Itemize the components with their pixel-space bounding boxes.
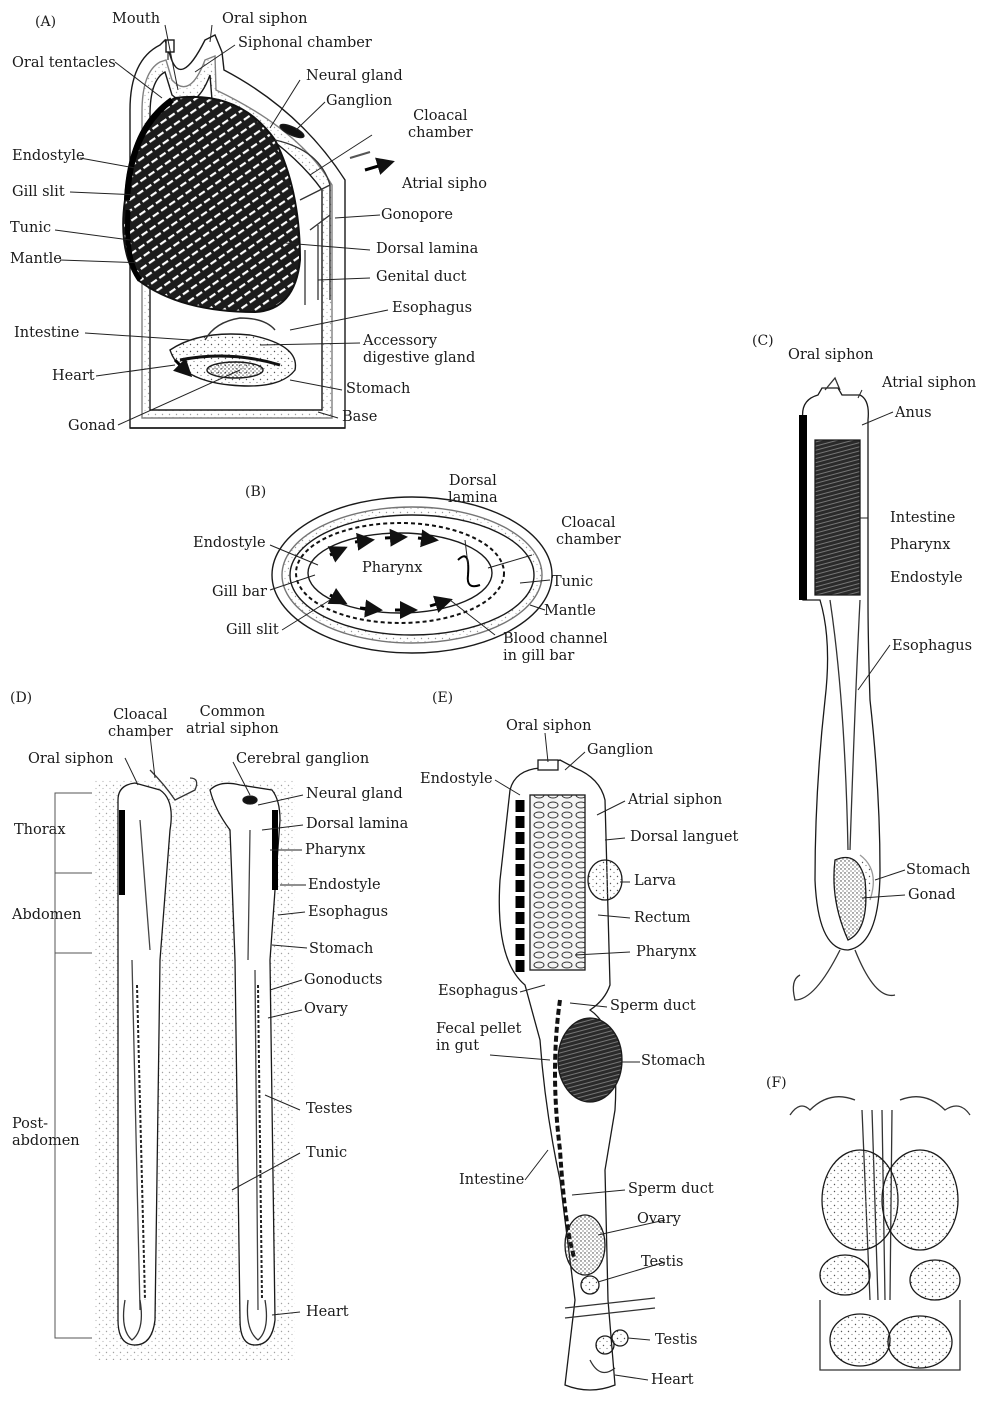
label-e-pharynx: Pharynx (636, 944, 696, 961)
label-a-gonad: Gonad (68, 418, 116, 435)
label-a-esophagus: Esophagus (392, 300, 472, 317)
label-a-ganglion: Ganglion (326, 93, 392, 110)
label-c-oral-siphon: Oral siphon (788, 347, 873, 364)
panel-d-tag: (D) (10, 690, 32, 706)
label-d-cloacal-chamber: Cloacal chamber (108, 707, 173, 741)
label-c-intestine: Intestine (890, 510, 955, 527)
panel-a-tag: (A) (35, 14, 56, 30)
label-b-gill-bar: Gill bar (212, 584, 267, 601)
label-a-genital-duct: Genital duct (376, 269, 466, 286)
label-e-oral-siphon: Oral siphon (506, 718, 591, 735)
label-a-accessory-digestive-gland: Accessory digestive gland (363, 333, 475, 367)
label-e-intestine: Intestine (459, 1172, 524, 1189)
label-d-thorax: Thorax (14, 822, 66, 839)
label-e-sperm-duct-lower: Sperm duct (628, 1181, 714, 1198)
label-a-atrial-sipho: Atrial sipho (402, 176, 487, 193)
label-c-gonad: Gonad (908, 887, 956, 904)
label-e-stomach: Stomach (641, 1053, 705, 1070)
label-e-rectum: Rectum (634, 910, 691, 927)
panel-f-drawing (790, 1097, 970, 1370)
panel-c-tag: (C) (752, 333, 774, 349)
label-a-dorsal-lamina: Dorsal lamina (376, 241, 478, 258)
label-a-neural-gland: Neural gland (306, 68, 403, 85)
label-e-ovary: Ovary (637, 1211, 681, 1228)
label-b-dorsal-lamina: Dorsal lamina (448, 473, 498, 507)
label-d-tunic: Tunic (306, 1145, 347, 1162)
label-d-gonoducts: Gonoducts (304, 972, 382, 989)
label-b-cloacal-chamber: Cloacal chamber (556, 515, 621, 549)
label-a-mantle: Mantle (10, 251, 62, 268)
label-a-gill-slit: Gill slit (12, 184, 65, 201)
label-c-endostyle: Endostyle (890, 570, 963, 587)
label-c-esophagus: Esophagus (892, 638, 972, 655)
label-a-heart: Heart (52, 368, 95, 385)
label-a-intestine: Intestine (14, 325, 79, 342)
label-e-heart: Heart (651, 1372, 694, 1389)
label-a-tunic: Tunic (10, 220, 51, 237)
label-e-esophagus: Esophagus (438, 983, 518, 1000)
label-e-dorsal-languet: Dorsal languet (630, 829, 738, 846)
label-b-tunic: Tunic (552, 574, 593, 591)
label-d-neural-gland: Neural gland (306, 786, 403, 803)
panel-e-tag: (E) (432, 690, 453, 706)
label-a-stomach: Stomach (346, 381, 410, 398)
panel-c-drawing (793, 378, 895, 1000)
label-d-testes: Testes (306, 1101, 352, 1118)
label-a-cloacal-chamber: Cloacal chamber (408, 108, 473, 142)
label-d-common-atrial-siphon: Common atrial siphon (186, 704, 279, 738)
label-d-esophagus: Esophagus (308, 904, 388, 921)
label-a-siphonal-chamber: Siphonal chamber (238, 35, 372, 52)
label-d-stomach: Stomach (309, 941, 373, 958)
label-d-heart: Heart (306, 1304, 349, 1321)
label-d-endostyle: Endostyle (308, 877, 381, 894)
label-e-testis-upper: Testis (641, 1254, 683, 1271)
label-d-ovary: Ovary (304, 1001, 348, 1018)
label-e-testis-lower: Testis (655, 1332, 697, 1349)
label-b-blood-channel: Blood channel in gill bar (503, 631, 608, 665)
panel-b-tag: (B) (245, 484, 266, 500)
label-d-pharynx: Pharynx (305, 842, 365, 859)
panel-d-drawing (55, 770, 295, 1360)
label-b-gill-slit: Gill slit (226, 622, 279, 639)
panel-f-tag: (F) (766, 1075, 787, 1091)
label-d-cerebral-ganglion: Cerebral ganglion (236, 751, 369, 768)
label-b-mantle: Mantle (544, 603, 596, 620)
label-b-endostyle: Endostyle (193, 535, 266, 552)
label-d-dorsal-lamina: Dorsal lamina (306, 816, 408, 833)
label-a-base: Base (342, 409, 377, 426)
label-e-larva: Larva (634, 873, 676, 890)
label-e-sperm-duct-upper: Sperm duct (610, 998, 696, 1015)
label-d-abdomen: Abdomen (12, 907, 81, 924)
label-c-pharynx: Pharynx (890, 537, 950, 554)
label-e-endostyle: Endostyle (420, 771, 493, 788)
label-e-ganglion: Ganglion (587, 742, 653, 759)
label-a-gonopore: Gonopore (381, 207, 453, 224)
label-a-oral-siphon: Oral siphon (222, 11, 307, 28)
label-e-atrial-siphon: Atrial siphon (628, 792, 722, 809)
panel-e-drawing (499, 760, 655, 1390)
label-c-atrial-siphon: Atrial siphon (882, 375, 976, 392)
label-e-fecal-pellet: Fecal pellet in gut (436, 1021, 521, 1055)
label-d-post-abdomen: Post- abdomen (12, 1116, 80, 1150)
label-a-endostyle: Endostyle (12, 148, 85, 165)
label-b-pharynx: Pharynx (362, 560, 422, 577)
label-a-oral-tentacles: Oral tentacles (12, 55, 116, 72)
label-c-stomach: Stomach (906, 862, 970, 879)
label-a-mouth: Mouth (112, 11, 160, 28)
label-d-oral-siphon: Oral siphon (28, 751, 113, 768)
label-c-anus: Anus (895, 405, 932, 422)
